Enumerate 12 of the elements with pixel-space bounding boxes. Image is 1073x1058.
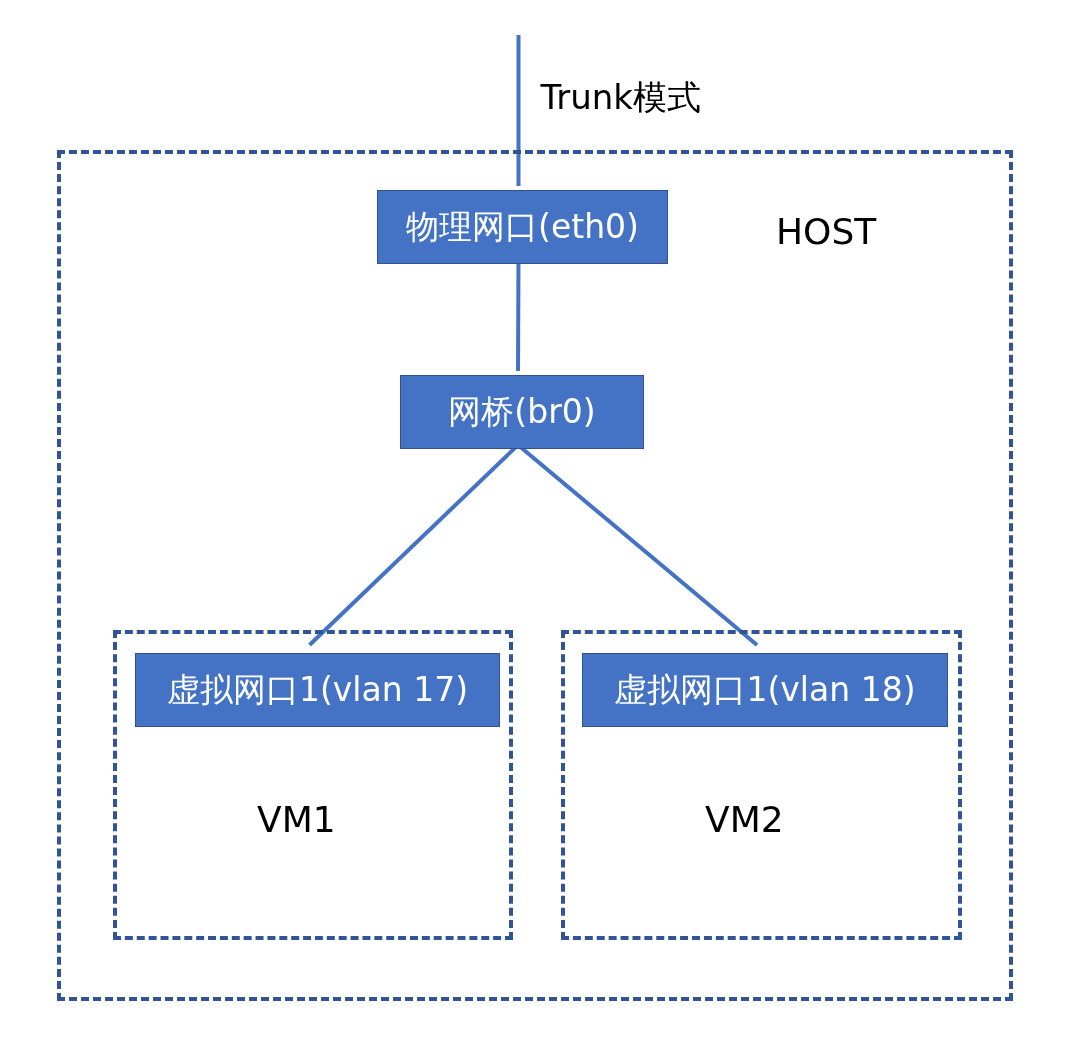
group-label: HOST bbox=[776, 214, 877, 250]
interface-box: 虚拟网口1(vlan 18) bbox=[582, 653, 948, 727]
group-label: VM2 bbox=[705, 802, 784, 838]
dashed-group-box bbox=[113, 630, 513, 940]
dashed-group-box bbox=[561, 630, 962, 940]
group-label: VM1 bbox=[257, 802, 336, 838]
connector-line bbox=[516, 35, 521, 186]
edge-label: Trunk模式 bbox=[540, 80, 702, 114]
interface-box: 物理网口(eth0) bbox=[377, 190, 668, 264]
interface-box: 网桥(br0) bbox=[400, 375, 644, 449]
interface-box: 虚拟网口1(vlan 17) bbox=[135, 653, 500, 727]
dashed-group-box bbox=[57, 150, 1013, 1001]
